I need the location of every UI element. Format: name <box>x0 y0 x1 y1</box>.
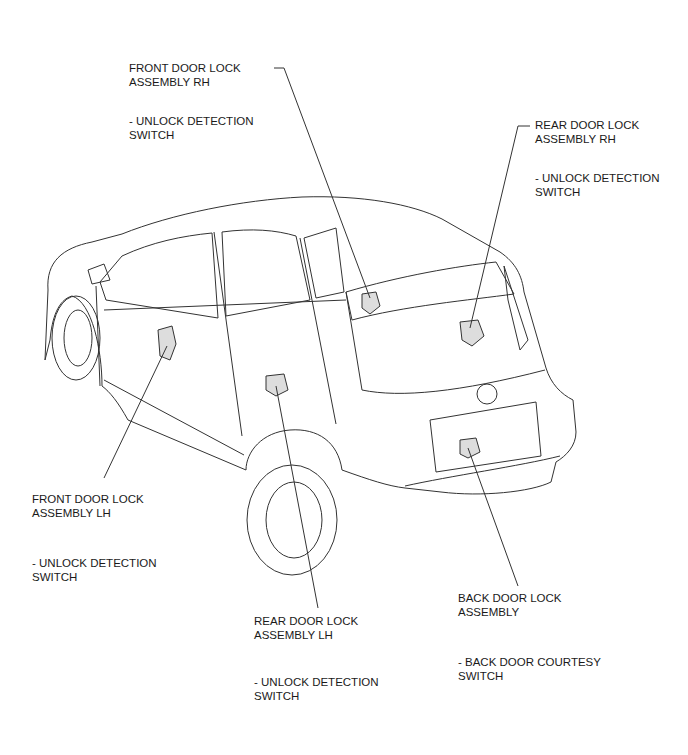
leader-line <box>470 126 530 328</box>
part-name: FRONT DOOR LOCK ASSEMBLY RH <box>129 61 274 89</box>
tail-lamp <box>504 266 528 350</box>
rear-wheel <box>247 465 337 575</box>
emblem <box>477 384 497 404</box>
door-line <box>96 286 100 386</box>
car-body <box>45 197 576 494</box>
leader-line <box>104 346 167 478</box>
part-name: BACK DOOR LOCK ASSEMBLY <box>458 591 603 619</box>
switch-name: - UNLOCK DETECTION SWITCH <box>254 675 399 703</box>
lock-assembly <box>460 320 484 346</box>
back-door <box>346 292 545 393</box>
door-line <box>300 238 336 424</box>
bumper-line <box>405 456 560 486</box>
leader-line <box>468 448 518 586</box>
belt-line <box>104 300 346 310</box>
mirror <box>88 264 110 284</box>
switch-name: - UNLOCK DETECTION SWITCH <box>535 171 680 199</box>
front-wheel-rim <box>64 310 92 366</box>
switch-name: - BACK DOOR COURTESY SWITCH <box>458 655 623 683</box>
back-glass <box>346 262 514 320</box>
sill-line <box>104 380 244 455</box>
part-name: REAR DOOR LOCK ASSEMBLY LH <box>254 614 399 642</box>
leader-line <box>276 386 318 608</box>
part-name: REAR DOOR LOCK ASSEMBLY RH <box>535 118 680 146</box>
switch-name: - UNLOCK DETECTION SWITCH <box>32 556 177 584</box>
license-area <box>430 402 541 472</box>
lock-assembly <box>158 326 176 360</box>
door-line <box>214 232 242 436</box>
lock-assembly <box>460 438 480 458</box>
front-window <box>100 233 218 318</box>
leader-line <box>274 68 370 298</box>
lock-assembly <box>362 292 380 314</box>
part-name: FRONT DOOR LOCK ASSEMBLY LH <box>32 492 177 520</box>
switch-name: - UNLOCK DETECTION SWITCH <box>129 114 274 142</box>
front-wheel <box>52 296 100 380</box>
rear-wheel-rim <box>266 482 322 558</box>
